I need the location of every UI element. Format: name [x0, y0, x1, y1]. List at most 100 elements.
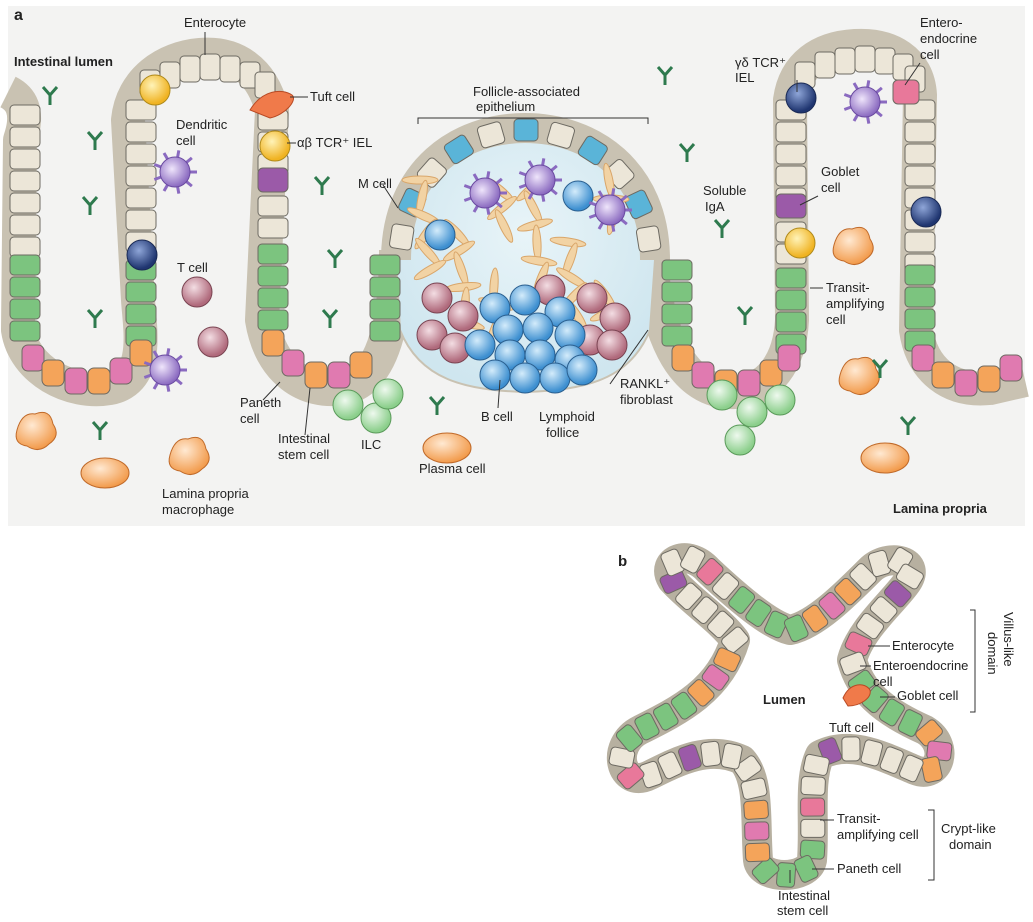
label-plasma-cell: Plasma cell [419, 461, 486, 476]
transit-amplifying-cell [9, 320, 41, 342]
ilc-cell [332, 389, 364, 421]
enterocyte-cell [691, 596, 719, 625]
enterocyte-cell [896, 563, 924, 590]
paneth-cell [261, 329, 285, 357]
antibody-arms [86, 131, 104, 150]
transit-amplifying-cell [745, 599, 772, 627]
paneth-cell [743, 799, 769, 820]
enterocyte-cell [904, 99, 936, 121]
iga-antibody [428, 396, 446, 415]
enterocyte-cell [733, 755, 762, 782]
organoid-cells-layer [608, 545, 953, 888]
b-cell [522, 312, 554, 344]
enterocyte-cell [9, 126, 41, 148]
label-b-enteroendocrine-line1: Enteroendocrine [873, 658, 968, 673]
enterocyte-cell [904, 121, 936, 143]
rankl-fibroblast [413, 259, 447, 281]
enterocyte-cell [219, 55, 241, 83]
enterocyte-cell [775, 165, 807, 187]
intestinal-stem-cell [701, 664, 730, 691]
label-crypt-domain-line1: Crypt-like [941, 821, 996, 836]
paneth-cell [801, 604, 829, 633]
intestinal-stem-cell [999, 354, 1023, 382]
iga-antibody [321, 309, 339, 328]
antibody-arms [313, 176, 331, 195]
enterocyte-cell [874, 47, 896, 75]
lamina-propria-macrophage [168, 436, 210, 475]
enterocyte-cell [860, 739, 884, 767]
gd-tcr-iel [126, 239, 158, 271]
enterocyte-cell [707, 610, 735, 639]
iga-antibody [326, 249, 344, 268]
label-follicle-line2: follice [546, 425, 579, 440]
t-cell [599, 302, 631, 334]
b-cell [464, 329, 496, 361]
transit-amplifying-cell [661, 325, 693, 347]
enteroendocrine-cell [844, 631, 873, 657]
enterocyte-cell [841, 736, 861, 762]
ilc-cell [372, 378, 404, 410]
plasma-cell [422, 432, 472, 464]
label-b-transit-line1: Transit- [837, 811, 881, 826]
antibody-arms [678, 143, 696, 162]
transit-amplifying-cell [799, 839, 826, 860]
label-enteroendocrine-line3: cell [920, 47, 940, 62]
label-goblet-line2: cell [821, 180, 841, 195]
label-macrophage-line2: macrophage [162, 502, 234, 517]
enterocyte-cell [257, 217, 289, 239]
leader-lines-a [262, 62, 921, 436]
enterocyte-cell [856, 612, 884, 640]
b-cell [566, 354, 598, 386]
dendritic-body [524, 164, 556, 196]
enterocyte-cell [879, 746, 904, 774]
transit-amplifying-cell [904, 308, 936, 330]
ab-tcr-iel [784, 227, 816, 259]
label-enteroendocrine-line1: Entero- [920, 15, 963, 30]
lamina-propria-macrophage [832, 226, 874, 265]
antibody-arms [81, 196, 99, 215]
rankl-fibroblast [401, 175, 439, 185]
label-goblet-line1: Goblet [821, 164, 860, 179]
enterocyte-cell [635, 225, 662, 253]
rankl-fibroblast [494, 209, 514, 243]
transit-amplifying-cell [369, 276, 401, 298]
intestinal-stem-cell [691, 361, 715, 389]
antibody-arms [713, 219, 731, 238]
enteroendocrine-cell [616, 762, 645, 790]
paneth-cell [977, 365, 1001, 393]
paneth-cell [744, 842, 771, 863]
b-cell [539, 362, 571, 394]
paneth-cell [304, 361, 328, 389]
antibody-arms [321, 309, 339, 328]
transit-amplifying-cell [764, 610, 789, 639]
label-ilc: ILC [361, 437, 381, 452]
ilc-cell [764, 384, 796, 416]
intestinal-stem-cell [21, 344, 45, 372]
transit-amplifying-cell [783, 614, 809, 643]
transit-amplifying-cell [125, 303, 157, 325]
enterocyte-cell [389, 223, 415, 251]
t-cell [576, 282, 608, 314]
label-villus-domain-line2: domain [985, 632, 1000, 675]
enterocyte-cell [179, 55, 201, 83]
paneth-cell [349, 351, 373, 379]
ilc-cell [706, 379, 738, 411]
label-enteroendocrine-line2: endocrine [920, 31, 977, 46]
enterocyte-cell [740, 777, 768, 800]
enterocyte-cell [125, 209, 157, 231]
label-paneth-line1: Paneth [240, 395, 281, 410]
dendritic-cell [153, 150, 197, 194]
enterocyte-cell [904, 165, 936, 187]
label-b-goblet: Goblet cell [897, 688, 959, 703]
dendritic-body [469, 177, 501, 209]
transit-amplifying-cell [257, 287, 289, 309]
transit-amplifying-cell [369, 254, 401, 276]
villus-bracket [970, 609, 976, 713]
label-soluble-iga-line1: Soluble [703, 183, 746, 198]
m-cell [577, 135, 608, 166]
transit-amplifying-cell [728, 586, 756, 614]
intestinal-stem-cell [911, 344, 935, 372]
antibody-arms [736, 306, 754, 325]
transit-amplifying-cell [125, 281, 157, 303]
